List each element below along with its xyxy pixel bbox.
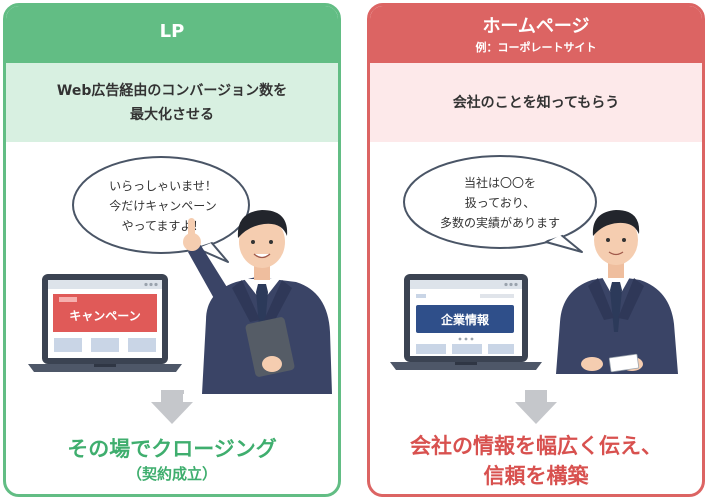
lp-goal-line-1: Web広告経由のコンバージョン数を [56,82,288,99]
lp-header: LP [6,6,338,63]
lp-outcome: その場でクロージング （契約成立） [6,434,338,484]
hp-outcome-line-1: 会社の情報を幅広く伝え、 [410,434,662,458]
hp-header: ホームページ 例：コーポレートサイト [370,6,702,63]
lp-outcome-line-1: その場でクロージング [67,437,277,461]
hp-title: ホームページ [482,16,590,37]
lp-speech-line-3: やってますよ！ [122,219,205,233]
hp-speech-bubble: 当社は〇〇を 扱っており、 多数の実績があります [403,155,597,253]
lp-goal-band: Web広告経由のコンバージョン数を 最大化させる [6,63,338,142]
hp-illustration: 当社は〇〇を 扱っており、 多数の実績があります 企業情報 [390,155,678,374]
hp-outcome-line-2: 信頼を構築 [483,464,589,488]
lp-businessman-figure [183,210,332,394]
lp-speech-bubble: いらっしゃいませ！ 今だけキャンペーン やってますよ！ [72,156,250,263]
lp-screen-label: キャンペーン [69,309,140,323]
hp-panel: ホームページ 例：コーポレートサイト 会社のことを知ってもらう 当社は〇〇を 扱… [367,3,705,497]
hp-speech-line-2: 扱っており、 [465,196,536,210]
lp-illustration: いらっしゃいませ！ 今だけキャンペーン やってますよ！ キャンペーン [28,156,332,394]
hp-screen-label: 企業情報 [440,312,490,327]
hp-laptop: 企業情報 [390,274,542,370]
hp-goal-line-1: 会社のことを知ってもらう [452,94,620,111]
hp-speech-line-3: 多数の実績があります [440,215,560,230]
lp-speech-line-1: いらっしゃいませ！ [109,179,217,193]
hp-subtitle: 例：コーポレートサイト [475,41,597,54]
lp-speech-line-2: 今だけキャンペーン [109,198,216,213]
lp-title: LP [159,21,185,42]
lp-arrow [151,390,193,424]
lp-outcome-line-2: （契約成立） [126,465,217,483]
lp-goal-line-2: 最大化させる [130,106,214,123]
lp-panel: LP Web広告経由のコンバージョン数を 最大化させる いらっしゃいませ！ 今だ… [3,3,341,497]
hp-arrow [515,390,557,424]
hp-goal-band: 会社のことを知ってもらう [370,63,702,142]
hp-businessman-figure [556,210,678,374]
hp-outcome: 会社の情報を幅広く伝え、 信頼を構築 [370,431,702,491]
lp-laptop: キャンペーン [28,274,182,372]
hp-speech-line-1: 当社は〇〇を [464,175,536,190]
